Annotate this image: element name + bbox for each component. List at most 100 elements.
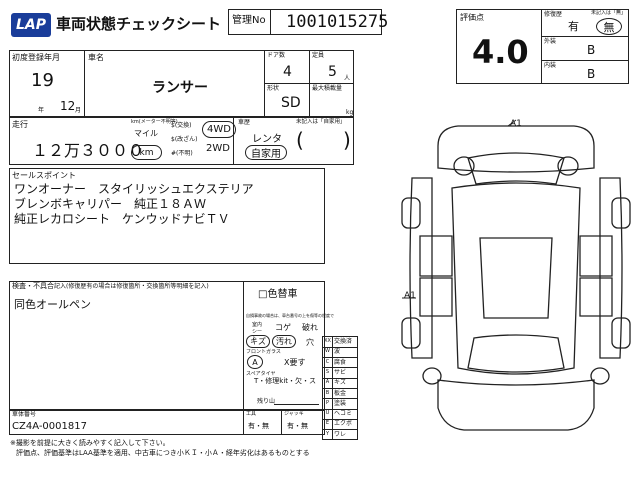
legend-divider [322,429,358,431]
cond-kizu-circle: キズ [246,335,270,348]
color-change-label: □色替車 [258,285,297,300]
legend-divider [322,346,358,348]
rating-score: 4.0 [472,33,529,71]
lap-logo: LAP [11,13,51,37]
usage-paren-open: ( [296,128,304,152]
legend-desc: 板金 [334,389,347,397]
repair-no-circle: 無 [596,18,622,35]
diagram-rear-mirror-right [590,367,610,385]
mileage-value: １２万３０００ [32,141,145,160]
doors-value: 4 [283,64,292,80]
diagram-rear-window [467,334,565,373]
management-box [228,9,382,35]
legend-desc: 塗装 [334,399,347,407]
tire-label: スペアタイヤ [246,371,276,377]
diagram-windshield [467,152,565,185]
inspector-label: 検査・不具合記入(修復歴有の場合は修復箇所・交換箇所等明細を記入) [12,282,209,291]
legend-code: P [325,399,329,406]
drive-4wd-circle: 4WD [202,121,236,138]
unit-mile: マイル [134,129,158,138]
usage-private: 自家用 [251,149,281,160]
logo-text: LAP [15,17,47,33]
diagram-door-rear-right [579,277,613,317]
drive-2wd: 2WD [206,143,230,154]
management-label: 管理No [232,15,266,26]
sales-point-line-3: 純正レカロシート ケンウッドナビＴＶ [14,212,230,226]
legend-code: W [325,348,330,355]
sales-point-line-2: ブレンボキャリパー 純正１８ＡＷ [14,197,207,211]
legend-desc: キズ [334,379,347,387]
diagram-right-wheel-front [611,197,631,229]
diagram-left-side [409,177,433,359]
interior-grade: B [587,67,596,81]
jack-label: ジャッキ [284,411,304,417]
registration-month-unit: 月 [75,107,82,114]
diagram-right-side [599,177,623,359]
glass-label: フロントガラス [246,349,281,355]
legend-code: C [325,358,330,365]
legend-desc: ワレ [334,430,347,438]
sales-point-line-1: ワンオーナー スタイリッシュエクステリア [14,182,254,196]
diagram-body [451,182,581,375]
jack-value: 有・無 [287,422,308,430]
legend-divider [322,367,358,369]
usage-label: 車歴 [238,119,251,126]
color-change-checkbox[interactable]: □ [258,289,268,300]
legend-divider [322,388,358,389]
diagram-door-rear-left [419,277,453,317]
registration-year-unit: 年 [38,107,45,114]
diagram-left-wheel-rear [401,317,421,349]
chassis-box [9,410,325,435]
capacity-label: 定員 [312,52,325,59]
legend-code: Y [325,430,330,437]
dollar-tamper: $(改ざん) [171,136,198,143]
cond-yabure: 破れ [302,323,318,332]
damage-mark-left: A1 [404,291,416,301]
mileage-row [9,117,354,165]
legend-code: XX [324,338,331,344]
legend-desc: 交換済 [334,338,353,345]
cond-koge: コゲ [275,323,291,332]
diagram-mirror-right [557,156,579,176]
sales-point-label: セールスポイント [12,171,76,180]
footer-note-2: 評価点、評価基準はLAA基準を適用、中古車につき小ＫＩ・小Ａ・経年劣化はあるもの… [16,449,310,457]
inspector-label-text: 検査・不具合 [12,282,54,290]
registration-month: 12 [60,99,76,113]
dollar-exchange: $(交換) [171,122,192,129]
mileage-km-note: km(メーター不明等) [131,119,178,125]
car-damage-diagram: A1 A1 [401,119,631,431]
exterior-label: 外装 [544,38,557,45]
diagram-door-front-left [419,235,453,277]
tire-options: T・修理kit・欠・ス [254,377,317,385]
legend-divider [322,408,358,410]
repair-yes: 有 [568,20,579,33]
shape-label: 形状 [267,85,280,92]
rating-label: 評価点 [460,13,484,22]
legend-desc: 波 [334,348,341,356]
repair-no: 無 [603,20,615,34]
legend-desc: ヘコミ [334,410,353,418]
color-change-text: 色替車 [267,289,298,300]
legend-desc: サビ [334,368,347,376]
damage-pointer-top [507,119,517,127]
drive-4wd: 4WD [207,124,231,135]
registration-label: 初度登録年月 [12,53,60,62]
legend-divider [322,377,358,379]
cond-ana: 穴 [306,338,314,347]
legend-code: A [325,379,330,386]
legend-code: E [325,420,330,427]
diagram-left-wheel-front [401,197,421,229]
inspector-note: 記入(修復歴有の場合は修復箇所・交換箇所等明細を記入) [54,283,209,290]
chassis-label: 車体番号 [12,411,37,418]
cond-yogore: 汚れ [276,337,292,346]
diagram-door-front-right [579,235,613,277]
diagram-rear-mirror-left [422,367,442,385]
diagram-front-outline [437,125,595,173]
car-name-label: 車名 [88,53,104,62]
usage-note: 未記入は「自家用」 [296,119,346,125]
color-change-note: 自損事故の場合は、車台番号の上を傷等の程度で [246,313,334,318]
legend-code: S [325,368,330,375]
capacity-value: 5 [328,64,337,80]
capacity-unit: 人 [344,75,351,82]
tools-value: 有・無 [248,422,269,430]
